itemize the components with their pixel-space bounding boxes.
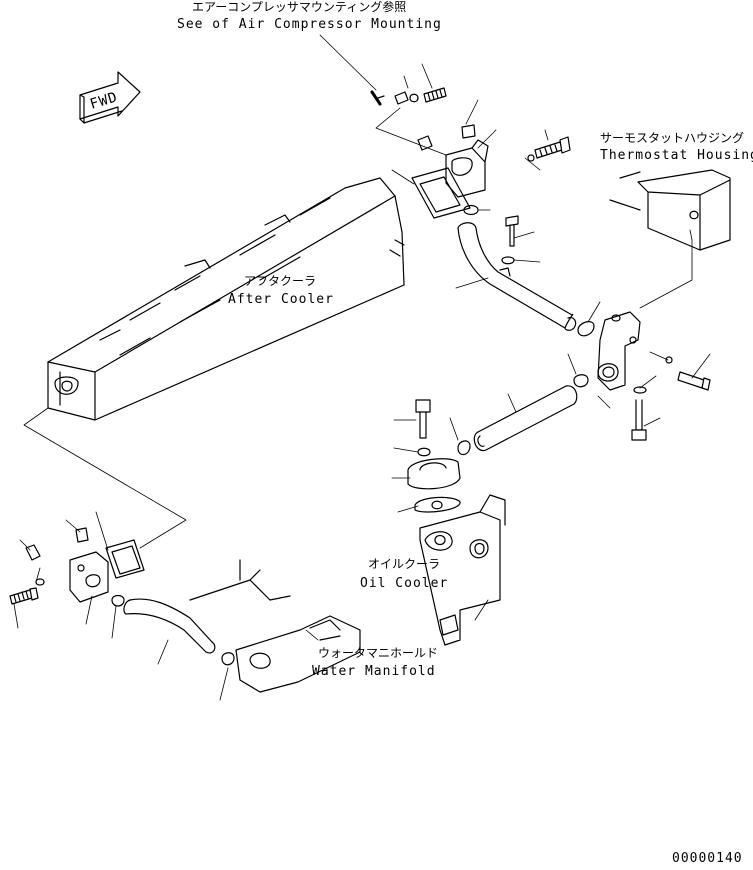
thermostat-label-en: Thermostat Housing — [600, 148, 753, 163]
fittings-middle — [407, 399, 461, 513]
fwd-arrow-icon — [79, 71, 141, 124]
thermostat-label-jp: サーモスタットハウジング — [600, 131, 745, 145]
oil-cooler-label-jp: オイルクーラ — [368, 557, 441, 571]
pipe-lower — [123, 598, 235, 666]
water-manifold-label-jp: ウォータマニホールド — [318, 646, 439, 660]
after-cooler-drawing — [47, 177, 405, 421]
oil-cooler-label-en: Oil Cooler — [360, 576, 449, 591]
fittings-lower-left — [9, 527, 145, 607]
oil-cooler-drawing — [419, 494, 506, 646]
pipe-upper — [457, 222, 595, 337]
air-compressor-label-jp: エアーコンプレッサマウンティング参照 — [192, 0, 407, 14]
leader-lines — [13, 34, 711, 701]
elbow-connector — [597, 311, 711, 441]
after-cooler-label-en: After Cooler — [228, 292, 334, 307]
gasket-upper — [411, 167, 471, 219]
water-manifold-label-en: Water Manifold — [312, 664, 436, 679]
bolts-top — [370, 87, 571, 265]
after-cooler-label-jp: アフタクーラ — [244, 274, 317, 288]
flange-upper — [445, 139, 489, 198]
water-manifold-drawing — [189, 559, 361, 693]
drawing-number: 00000140 — [672, 851, 743, 866]
air-compressor-label-en: See of Air Compressor Mounting — [177, 17, 442, 32]
thermostat-housing-drawing — [609, 169, 731, 251]
pipe-middle — [457, 374, 589, 456]
